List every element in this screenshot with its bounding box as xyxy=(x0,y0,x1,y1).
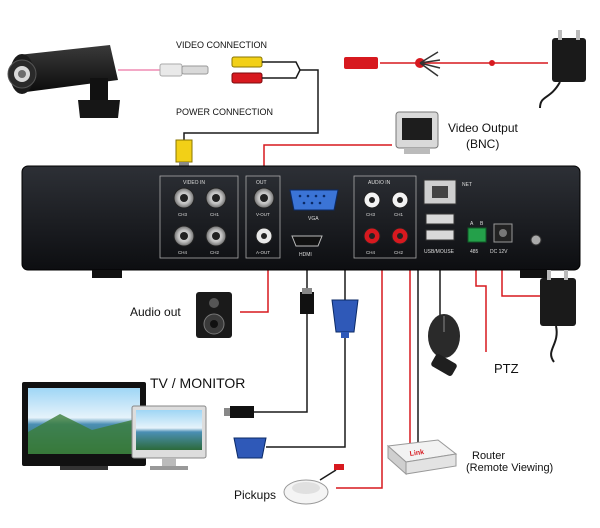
video-output-label: Video Output xyxy=(448,121,518,135)
usb-port-2[interactable] xyxy=(425,229,455,241)
vga-wire xyxy=(266,215,346,448)
video-connection-label: VIDEO CONNECTION xyxy=(176,40,267,50)
pickup-microphone xyxy=(283,464,344,505)
panel-net-label: NET xyxy=(462,182,472,188)
usb-port-1[interactable] xyxy=(425,213,455,225)
panel-ch1-label: CH1 xyxy=(210,212,219,217)
panel-audio-in-label: AUDIO IN xyxy=(368,180,391,186)
rs485-terminal[interactable] xyxy=(467,227,487,243)
rca-plugs xyxy=(231,56,301,84)
hdmi-wire xyxy=(254,262,308,413)
audio-in-block xyxy=(353,175,417,259)
panel-usb-label: USB/MOUSE xyxy=(424,249,455,255)
video-in-block xyxy=(159,175,239,259)
power-adapter-top xyxy=(539,30,586,109)
vga-port[interactable] xyxy=(289,189,339,211)
vga-cable-plug xyxy=(331,299,359,338)
audio-out-label: Audio out xyxy=(130,305,181,319)
power-adapter-bottom xyxy=(540,270,576,363)
panel-485-label: 485 xyxy=(470,249,479,255)
panel-audio-ch3-label: CH3 xyxy=(366,212,375,217)
panel-a-label: A xyxy=(470,221,474,227)
panel-hdmi-label: HDMI xyxy=(299,252,312,258)
router-label: Router xyxy=(472,450,505,462)
tv-monitor-label: TV / MONITOR xyxy=(150,375,245,391)
panel-ch4-label: CH4 xyxy=(178,250,187,255)
panel-vout-label: V-OUT xyxy=(256,212,270,217)
panel-audio-ch2-label: CH2 xyxy=(394,250,403,255)
panel-ch2-label: CH2 xyxy=(210,250,219,255)
router-brand: Link xyxy=(409,449,424,458)
usb-stick-icon xyxy=(431,354,457,376)
panel-ch3-label: CH3 xyxy=(178,212,187,217)
speaker-icon xyxy=(196,292,232,338)
hdmi-cable-plug xyxy=(300,288,314,314)
panel-audio-ch4-label: CH4 xyxy=(366,250,375,255)
dvr-rear-panel xyxy=(21,165,581,278)
video-output-sublabel: (BNC) xyxy=(466,137,499,151)
pickups-label: Pickups xyxy=(234,488,276,502)
panel-dc-label: DC 12V xyxy=(490,249,508,255)
video-in-wire xyxy=(183,69,319,142)
tv-monitor xyxy=(22,382,146,470)
panel-vga-label: VGA xyxy=(308,216,319,222)
ground-screw xyxy=(530,234,542,246)
panel-video-in-label: VIDEO IN xyxy=(183,180,205,186)
out-block xyxy=(245,175,281,259)
mouse-icon xyxy=(428,314,460,358)
small-monitor xyxy=(131,405,207,470)
panel-out-label: OUT xyxy=(256,180,267,186)
pickups-wire xyxy=(336,252,383,489)
vga-plug-end xyxy=(233,437,267,459)
power-splitter xyxy=(344,51,495,77)
hdmi-port[interactable] xyxy=(291,235,323,247)
panel-b-label: B xyxy=(480,221,484,227)
crt-monitor-icon xyxy=(395,111,439,154)
hdmi-plug-end xyxy=(224,406,254,418)
power-connection-label: POWER CONNECTION xyxy=(176,107,273,117)
router-icon: Link xyxy=(386,439,458,476)
router-sublabel: (Remote Viewing) xyxy=(466,462,553,474)
panel-audio-ch1-label: CH1 xyxy=(394,212,403,217)
security-camera xyxy=(7,45,209,118)
panel-aout-label: A-OUT xyxy=(256,250,270,255)
ptz-label: PTZ xyxy=(494,361,519,376)
